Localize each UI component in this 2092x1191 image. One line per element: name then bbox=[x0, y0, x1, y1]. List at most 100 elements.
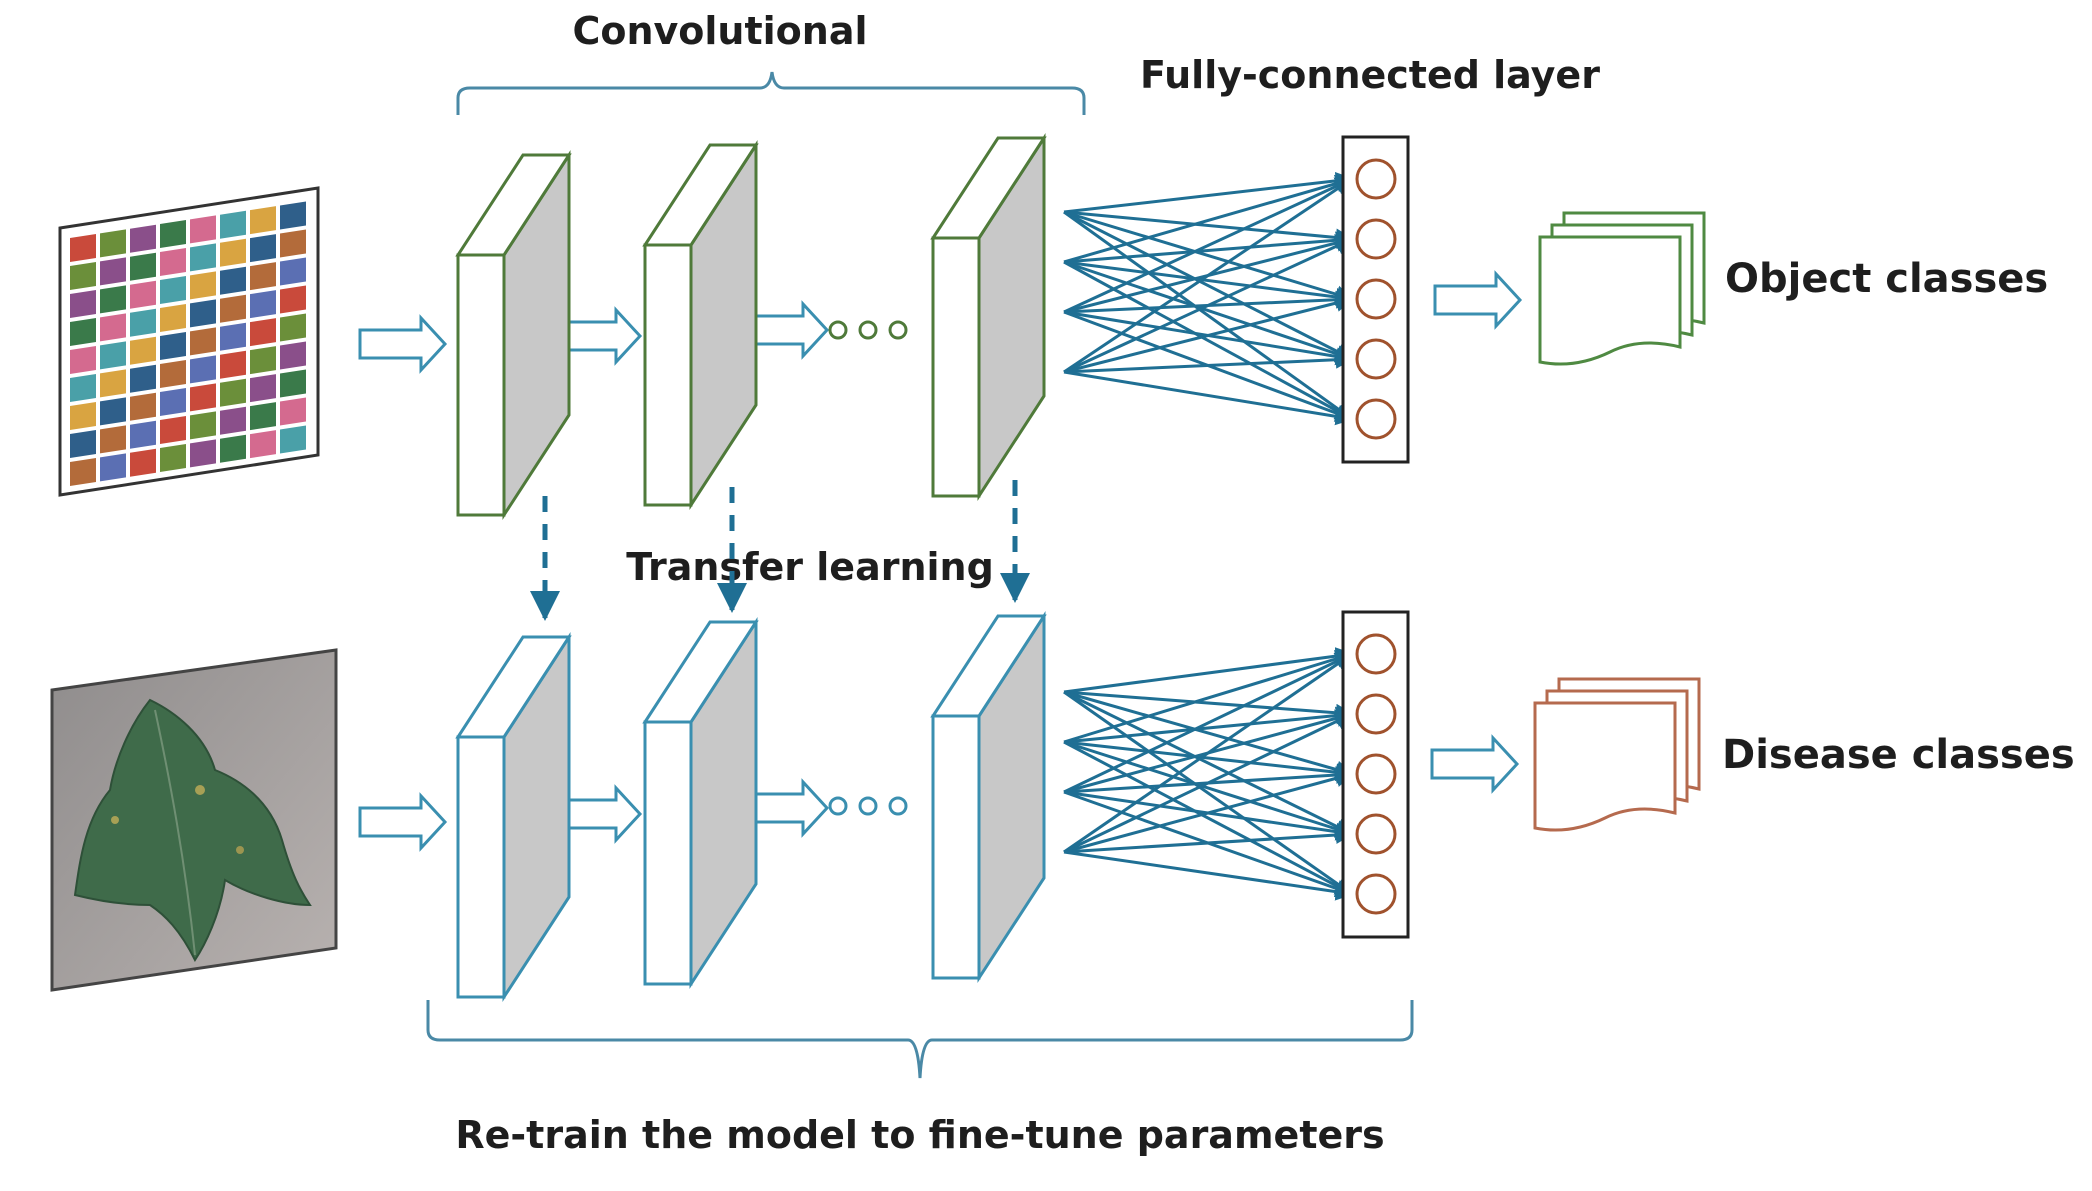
target-conv-layer-1 bbox=[455, 631, 572, 1003]
mosaic-tile bbox=[100, 341, 126, 370]
mosaic-tile bbox=[250, 374, 276, 403]
mosaic-tile bbox=[250, 430, 276, 459]
mosaic-tile bbox=[250, 234, 276, 263]
object-classes-doc-icon bbox=[1538, 211, 1706, 366]
connection-line bbox=[1063, 650, 1354, 744]
mosaic-tile bbox=[280, 229, 306, 258]
connection-line bbox=[1063, 652, 1354, 854]
mosaic-tile bbox=[70, 402, 96, 430]
mosaic-tile bbox=[280, 397, 306, 426]
connection-line bbox=[1063, 171, 1354, 214]
mosaic-tile bbox=[100, 229, 126, 258]
mosaic-tile bbox=[220, 406, 246, 435]
mosaic-tile bbox=[100, 425, 126, 454]
mosaic-tile bbox=[100, 397, 126, 426]
output-arrow-top bbox=[1433, 270, 1523, 330]
connection-line bbox=[1063, 706, 1354, 744]
ellipsis-bottom bbox=[828, 796, 908, 816]
transfer-arrows bbox=[530, 480, 1030, 621]
mosaic-tile bbox=[160, 248, 186, 277]
connection-line bbox=[1063, 652, 1354, 794]
mosaic-tile bbox=[130, 252, 156, 281]
image-mosaic bbox=[70, 201, 306, 486]
output-documents bbox=[1533, 211, 1706, 832]
connection-line bbox=[1063, 769, 1354, 854]
input-arrow-bottom bbox=[358, 792, 448, 852]
mosaic-tile bbox=[130, 280, 156, 309]
mosaic-tile bbox=[130, 420, 156, 449]
mosaic-tile bbox=[190, 383, 216, 412]
mosaic-tile bbox=[220, 210, 246, 239]
connection-line bbox=[1063, 712, 1354, 854]
neuron bbox=[1355, 278, 1397, 320]
mosaic-tile bbox=[160, 444, 186, 473]
mosaic-tile bbox=[160, 276, 186, 305]
connection-line bbox=[1063, 690, 1354, 836]
mosaic-tile bbox=[250, 346, 276, 375]
mosaic-tile bbox=[100, 285, 126, 314]
mosaic-tile bbox=[160, 220, 186, 249]
retrain-label: Re-train the model to fine-tune paramete… bbox=[455, 1113, 1384, 1157]
connection-line bbox=[1063, 210, 1354, 361]
convolutional-label: Convolutional bbox=[572, 9, 867, 53]
mosaic-tile bbox=[220, 266, 246, 295]
mosaic-tile bbox=[190, 299, 216, 328]
neuron bbox=[1355, 158, 1397, 200]
fc-layer-top bbox=[1341, 135, 1410, 464]
neuron bbox=[1355, 338, 1397, 380]
mosaic-tile bbox=[160, 416, 186, 445]
mosaic-tile bbox=[220, 350, 246, 379]
fc-layer-bottom bbox=[1341, 610, 1410, 939]
leaf-icon bbox=[73, 698, 312, 962]
mosaic-tile bbox=[130, 448, 156, 477]
neuron bbox=[1355, 398, 1397, 440]
mosaic-tile bbox=[250, 402, 276, 431]
mosaic-tile bbox=[190, 271, 216, 300]
connection-line bbox=[1063, 174, 1354, 264]
mosaic-tile bbox=[280, 369, 306, 398]
mosaic-tile bbox=[280, 425, 306, 454]
mosaic-tile bbox=[250, 290, 276, 319]
mosaic-tile bbox=[220, 378, 246, 407]
connection-line bbox=[1063, 690, 1354, 896]
mosaic-tile bbox=[190, 327, 216, 356]
connection-line bbox=[1063, 177, 1354, 314]
object-classes-label: Object classes bbox=[1725, 256, 2048, 302]
connection-line bbox=[1063, 210, 1354, 247]
transfer-learning-label: Transfer learning bbox=[626, 545, 994, 589]
leaf-image bbox=[50, 648, 338, 992]
connection-line bbox=[1063, 231, 1354, 264]
connection-line bbox=[1063, 260, 1354, 306]
mosaic-tile bbox=[70, 346, 96, 374]
connection-line bbox=[1063, 237, 1354, 374]
neuron bbox=[1355, 693, 1397, 735]
mosaic-tile bbox=[130, 336, 156, 365]
ellipsis-top bbox=[828, 320, 908, 340]
mosaic-tile bbox=[220, 294, 246, 323]
mosaic-tile bbox=[100, 257, 126, 286]
mosaic-tile bbox=[100, 313, 126, 342]
mosaic-tile bbox=[130, 308, 156, 337]
mosaic-tile bbox=[280, 341, 306, 370]
mosaic-tile bbox=[190, 355, 216, 384]
connection-line bbox=[1063, 294, 1354, 374]
mosaic-tile bbox=[70, 374, 96, 402]
mosaic-tile bbox=[190, 411, 216, 440]
mosaic-tile bbox=[280, 285, 306, 314]
connection-line bbox=[1063, 850, 1354, 901]
mosaic-tile bbox=[190, 439, 216, 468]
source-conv-layer-1 bbox=[455, 149, 572, 521]
disease-classes-doc-icon bbox=[1533, 677, 1701, 832]
mosaic-tile bbox=[70, 234, 96, 262]
connection-line bbox=[1063, 740, 1354, 782]
mosaic-tile bbox=[70, 290, 96, 318]
connection-line bbox=[1063, 690, 1354, 722]
connection-line bbox=[1063, 690, 1354, 779]
mosaic-tile bbox=[220, 238, 246, 267]
neuron bbox=[1355, 753, 1397, 795]
neuron bbox=[1355, 218, 1397, 260]
mosaic-tile bbox=[70, 430, 96, 458]
retrain-brace bbox=[426, 1000, 1414, 1079]
output-arrow-bottom bbox=[1430, 734, 1520, 794]
